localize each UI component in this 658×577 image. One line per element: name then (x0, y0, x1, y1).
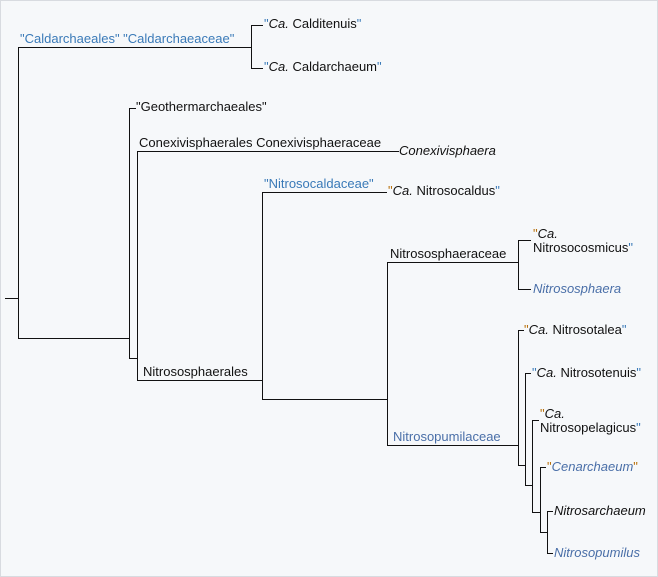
leaf-text-part: " (636, 365, 641, 380)
leaf-text-part: " (621, 322, 627, 337)
clade-label-conexivisphaerales: Conexivisphaerales Conexivisphaeraceae (139, 135, 382, 150)
leaf-text-part: " (264, 16, 269, 31)
leaf-caldarchaeum: "Ca. Caldarchaeum" (264, 60, 382, 74)
leaf-nitrosopelagicus: "Ca.Nitrosopelagicus" (540, 407, 641, 435)
leaf-text-part: " (628, 240, 633, 255)
branch-nitrososphaerales (137, 192, 387, 400)
leaf-nitrosocosmicus: "Ca.Nitrosocosmicus" (533, 227, 633, 255)
leaf-text-part: " (524, 322, 529, 337)
leaf-text-part: " (264, 59, 269, 74)
leaf-text-part: Ca. (537, 226, 558, 241)
leaf-text-part: Ca. (528, 322, 549, 337)
branch-sub2 (525, 420, 539, 513)
leaf-text-part: " (377, 59, 382, 74)
leaf-text-part: " (495, 183, 500, 198)
leaf-text-part: " (636, 420, 641, 435)
leaf-text-part: " (532, 365, 537, 380)
clade-label-nitrososphaeraceae: Nitrososphaeraceae (390, 246, 507, 261)
leaf-text-part: " (533, 226, 538, 241)
leaf-text-part: Ca. (268, 16, 289, 31)
leaf-text-part: Ca. (544, 406, 565, 421)
leaf-text-part: " (547, 459, 552, 474)
clade-label-geothermarchaeales: "Geothermarchaeales" (136, 100, 267, 114)
leaf-calditenuis: "Ca. Calditenuis" (264, 17, 361, 31)
leaf-text-part: Ca. (268, 59, 289, 74)
leaf-nitrosopumilus: Nitrosopumilus (554, 545, 640, 560)
leaf-text-part: Nitrosopelagicus (540, 420, 637, 435)
branch-sub3 (532, 467, 546, 533)
clade-label-caldarchaeales: "Caldarchaeales" "Caldarchaeaceae" (20, 32, 234, 46)
leaf-text-part: Calditenuis (288, 16, 357, 31)
leaf-nitrososphaera: Nitrososphaera (533, 281, 622, 296)
clade-geothermarchaeales-text: "Geothermarchaeales" (136, 99, 267, 114)
leaf-text-part: " (356, 16, 362, 31)
branch-families (262, 262, 388, 446)
leaf-text-part: Nitrosocosmicus (533, 240, 629, 255)
leaf-text-part: Nitrosocaldus (412, 183, 496, 198)
leaf-text-part: Caldarchaeum (288, 59, 378, 74)
leaf-nitrosarchaeum: Nitrosarchaeum (554, 503, 646, 518)
clade-label-nitrosocaldaceae: "Nitrosocaldaceae" (264, 176, 374, 191)
leaf-text-part: Nitrosotenuis (556, 365, 637, 380)
leaf-text-part: " (633, 459, 638, 474)
branch-rest (18, 108, 138, 359)
branch-sub1 (518, 373, 531, 486)
leaf-text-part: Nitrosotalea (548, 322, 622, 337)
branch-nitrosopumilaceae (387, 330, 524, 466)
branch-sub4 (540, 511, 553, 554)
leaf-nitrosocaldus: "Ca. Nitrosocaldus" (388, 184, 500, 198)
branch-conex (137, 151, 399, 381)
leaf-nitrosotenuis: "Ca. Nitrosotenuis" (532, 366, 641, 380)
clade-caldarchaeales-text: "Caldarchaeales" "Caldarchaeaceae" (20, 31, 235, 46)
leaf-cenarchaeum: "Cenarchaeum" (547, 460, 638, 474)
leaf-nitrosotalea: "Ca. Nitrosotalea" (524, 323, 626, 337)
leaf-text-part: Ca. (536, 365, 557, 380)
branch-nitrososphaeraceae (387, 240, 531, 290)
branch-caldarchaeales (18, 25, 263, 69)
leaf-text-part: Ca. (392, 183, 413, 198)
clade-label-nitrososphaerales: Nitrososphaerales (143, 364, 248, 379)
leaf-text-part: " (388, 183, 393, 198)
leaf-text-part: Cenarchaeum (551, 459, 634, 474)
clade-label-nitrosopumilaceae: Nitrosopumilaceae (393, 429, 501, 444)
leaf-conexivisphaera: Conexivisphaera (399, 143, 496, 158)
leaf-text-part: " (540, 406, 545, 421)
root-branch (5, 47, 19, 339)
